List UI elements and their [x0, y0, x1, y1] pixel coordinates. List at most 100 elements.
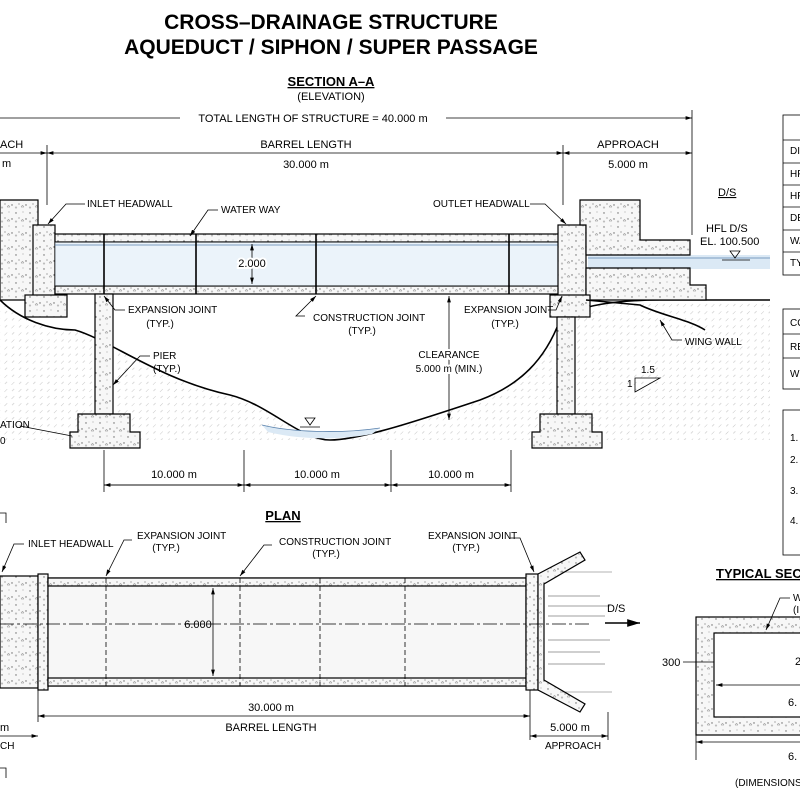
- ds-label: D/S: [718, 187, 736, 199]
- note-number: 1.: [790, 433, 798, 444]
- hfl-elevation-label: EL. 100.500: [700, 236, 759, 248]
- construction-joint-typ: (TYP.): [348, 326, 376, 337]
- typical-section-dim-6b: 6.: [788, 751, 797, 763]
- stream-level-symbol: [304, 417, 316, 426]
- barrel-length-value: 30.000 m: [283, 159, 329, 171]
- expansion-joint-left-typ: (TYP.): [146, 319, 174, 330]
- table-row-label: CO: [790, 318, 800, 329]
- expansion-joint-left-leader: [103, 295, 125, 311]
- table-row-label: RE: [790, 342, 800, 353]
- plan-ds-label: D/S: [607, 603, 625, 615]
- table-row-label: W: [790, 369, 800, 380]
- plan-outlet-flare: [537, 551, 586, 713]
- table-row-label: DI: [790, 146, 800, 157]
- plan-expansion-joint-right-label: EXPANSION JOINT: [428, 531, 517, 542]
- depth-label: 2.000: [238, 258, 266, 270]
- stream-water-line: [261, 424, 381, 432]
- note-number: 2.: [790, 455, 798, 466]
- title-line-2: AQUEDUCT / SIPHON / SUPER PASSAGE: [124, 36, 538, 59]
- section-mark-top: [0, 512, 7, 523]
- plan-expansion-joint-right-typ: (TYP.): [452, 543, 480, 554]
- barrel-top-slab: [54, 233, 561, 243]
- slope-horizontal: 1.5: [641, 365, 655, 376]
- plan-expansion-joint-right-leader: [510, 537, 535, 573]
- pier-footing-left: [69, 413, 141, 449]
- wing-wall-leader: [659, 319, 682, 341]
- water-way-label: WATER WAY: [221, 205, 281, 216]
- plan-outlet-headwall: [525, 573, 539, 691]
- span-2-label: 10.000 m: [294, 469, 340, 481]
- plan-approach-label: APPROACH: [545, 741, 601, 752]
- pier-leader: [112, 355, 150, 386]
- clearance-label: CLEARANCE: [418, 350, 479, 361]
- inlet-headwall-leader: [47, 203, 85, 225]
- plan-barrel-wall-bottom: [47, 677, 527, 687]
- plan-heading: PLAN: [265, 508, 300, 523]
- plan-left-partial-label: CH: [0, 741, 14, 752]
- typical-section-label-i: (I: [793, 605, 799, 616]
- plan-approach-value: 5.000 m: [550, 722, 590, 734]
- wing-wall-label: WING WALL: [685, 337, 742, 348]
- pier-footing-right: [531, 413, 603, 449]
- plan-barrel-outer: [47, 577, 527, 687]
- table-row-label: WA: [790, 236, 800, 247]
- construction-joint-label: CONSTRUCTION JOINT: [313, 313, 425, 324]
- ground-profile: [0, 300, 770, 440]
- total-length-label: TOTAL LENGTH OF STRUCTURE = 40.000 m: [198, 113, 427, 125]
- inlet-headwall: [32, 224, 56, 301]
- left-abutment-base: [24, 294, 68, 318]
- right-bank-embankment: [579, 199, 691, 256]
- table-row-label: DE: [790, 213, 800, 224]
- note-number: 3.: [790, 486, 798, 497]
- note-number: 4.: [790, 516, 798, 527]
- approach-right-value: 5.000 m: [608, 159, 648, 171]
- plan-barrel-length-label: BARREL LENGTH: [225, 722, 316, 734]
- plan-expansion-joint-left-label: EXPANSION JOINT: [137, 531, 226, 542]
- inlet-headwall-label: INLET HEADWALL: [87, 199, 173, 210]
- outlet-headwall-leader: [530, 203, 567, 225]
- section-subheading: (ELEVATION): [297, 91, 364, 103]
- pier-label: PIER: [153, 351, 176, 362]
- typical-section-dim-6a: 6.: [788, 697, 797, 709]
- downstream-canal-water: [588, 255, 770, 269]
- typical-section-dim-300: 300: [662, 657, 680, 669]
- typical-section-dim-2: 2: [795, 656, 800, 668]
- plan-left-approach: [0, 575, 39, 689]
- dimensions-note: (DIMENSIONS: [735, 778, 800, 789]
- outlet-headwall: [557, 224, 587, 301]
- barrel-bottom-slab: [54, 285, 561, 295]
- plan-expansion-joint-left-leader: [105, 539, 132, 577]
- hfl-level-symbol: [729, 250, 741, 259]
- approach-right-label: APPROACH: [597, 139, 659, 151]
- table-row-label: HF: [790, 191, 800, 202]
- section-heading: SECTION A–A: [288, 74, 376, 89]
- foundation-label-partial: ATION: [0, 420, 30, 431]
- table-row-label: TY: [790, 258, 800, 269]
- expansion-joint-left-label: EXPANSION JOINT: [128, 305, 217, 316]
- plan-inlet-headwall-leader: [1, 543, 24, 573]
- clearance-value: 5.000 m (MIN.): [416, 364, 483, 375]
- plan-outlet-hatch: [548, 571, 612, 693]
- plan-expansion-joint-left-typ: (TYP.): [152, 543, 180, 554]
- plan-construction-joint-typ: (TYP.): [312, 549, 340, 560]
- slope-symbol: [634, 377, 662, 393]
- typical-section-heading: TYPICAL SECT: [716, 566, 800, 581]
- typical-section-label-w: W: [793, 593, 800, 604]
- typical-section-leader: [765, 597, 790, 631]
- table-row-label: HF: [790, 169, 800, 180]
- wing-wall-slope: [585, 299, 706, 331]
- typical-section-inner: [713, 632, 800, 718]
- hfl-ds-label: HFL D/S: [706, 223, 748, 235]
- foundation-value-partial: 0: [0, 436, 6, 447]
- construction-joint-leader: [295, 295, 317, 317]
- expansion-joint-right-typ: (TYP.): [491, 319, 519, 330]
- plan-construction-joint-label: CONSTRUCTION JOINT: [279, 537, 391, 548]
- span-3-label: 10.000 m: [428, 469, 474, 481]
- approach-left-label: ACH: [0, 139, 23, 151]
- expansion-joint-right-leader: [548, 295, 563, 311]
- foundation-leader: [19, 425, 73, 437]
- right-abutment-base: [549, 294, 591, 318]
- barrel-water: [55, 242, 560, 286]
- pier-typ: (TYP.): [153, 364, 181, 375]
